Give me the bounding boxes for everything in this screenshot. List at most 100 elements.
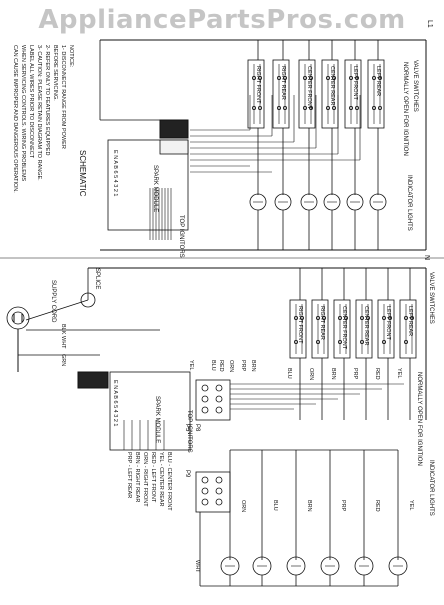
ignitor-lead-label-3: RED - LEFT FRONT [150,452,156,503]
connector-p9 [195,471,231,513]
switch-terminal [354,76,359,81]
switch-terminal [276,76,281,81]
b-spark-module-plug [77,371,109,389]
switch-terminal [348,76,353,81]
wire-tag-blu: BLU [210,360,216,371]
wire-tag-grn-0: GRN [60,354,66,366]
valve-switch-box [247,59,265,129]
connector-pin [201,487,209,495]
b-valve-switch-box [377,299,395,359]
switch-terminal [282,106,287,111]
switch-terminal [276,106,281,111]
burner-label-3: CENTER FRONT [306,66,312,110]
light-tag-red: RED [374,500,380,512]
ignitor-lead-label-0: PRP - LEFT REAR [126,452,132,498]
plug-label-p9: P9 [184,470,190,478]
supply-cord-label: SUPPLY CORD [50,280,56,323]
b-terminal-row-label: E N A B 6 5 4 3 2 1 [112,380,118,426]
b-switch-terminal [409,315,414,320]
b-burner-label-5: RIGHT FRONT [297,306,303,344]
b-valve-switch-box [399,299,417,359]
b-burner-label-0: LEFT REAR [407,306,413,336]
switch-terminal [354,106,359,111]
b-top-ignitors-label: TOP IGNITORS [186,410,192,453]
wire-tag-wht-0: WHT [60,336,66,349]
connector-pin [215,406,223,414]
b-switch-terminal [321,315,326,320]
switch-terminal [257,76,262,81]
connector-pin [215,384,223,392]
b-wire-tag-2: PRP [352,368,358,380]
b-switch-terminal [315,315,320,320]
notice-line-1: 1- DISCONNECT RANGE FROM POWER [60,45,66,149]
b-switch-terminal [403,339,408,344]
supply-plug [6,306,30,330]
switch-terminal [348,106,353,111]
switch-terminal [308,76,313,81]
notice-line-5: LABEL ALL WIRES PRIOR TO DISCONNECT [28,45,34,159]
switch-terminal [302,76,307,81]
b-switch-terminal [343,315,348,320]
b-wire-tag-0: YEL [396,368,402,378]
b-switch-terminal [315,339,320,344]
b-valve-switch-box [311,299,329,359]
ignitor-lead-label-4: YEL - CENTER REAR [158,452,164,507]
switch-terminal [308,106,313,111]
b-switch-terminal [337,339,342,344]
light-tag-wht: WHT [194,560,200,573]
switch-terminal [377,76,382,81]
valve-switch-box [298,59,316,129]
wire-tag-prp: PRP [240,360,246,372]
b-switch-terminal [403,315,408,320]
switch-terminal [282,76,287,81]
b-switch-terminal [387,315,392,320]
switch-terminal [371,76,376,81]
connector-pin [201,384,209,392]
burner-label-4: RIGHT REAR [280,66,286,100]
wire-tag-brn: BRN [250,360,256,372]
light-tag-prp: PRP [340,500,346,512]
connector-p8 [195,379,231,421]
light-tag-brn: BRN [306,500,312,512]
b-wire-tag-3: BRN [330,368,336,380]
switch-terminal [331,106,336,111]
supply-plug-inner [11,311,25,325]
b-switch-terminal [293,315,298,320]
plug-label-p8: P8 [194,424,200,432]
valve-switch-box [367,59,385,129]
b-switch-terminal [337,315,342,320]
b-burner-label-4: RIGHT REAR [319,306,325,340]
switch-terminal [331,76,336,81]
spark-module-label: SPARK MODULE [152,165,158,212]
wire-tag-red: RED [218,360,224,372]
n-label: N [423,255,430,260]
indicator-lights-label: INDICATOR LIGHTS [406,175,412,231]
notice-line-2: BEFORE SERVICING. [52,45,58,101]
wire-tag-orn: ORN [228,360,234,372]
burner-label-1: LEFT FRONT [352,66,358,100]
burner-label-0: LEFT REAR [375,66,381,96]
b-switch-terminal [299,315,304,320]
wire-tag-blk-0: BLK [60,324,66,335]
b-switch-terminal [293,339,298,344]
switch-terminal [325,76,330,81]
switch-terminal [251,76,256,81]
spark-module-plug [159,119,189,139]
switch-terminal [251,106,256,111]
connector-pin [215,395,223,403]
notice-line-6: WHEN SERVICING CONTROLS. WIRING PROBLEMS [20,45,26,182]
b-indicator-lights-label: INDICATOR LIGHTS [428,460,434,516]
valve-switch-box [321,59,339,129]
b-spark-module-label: SPARK MODULE [154,396,160,443]
connector-pin [201,406,209,414]
notice-line-7: CAN CAUSE IMPROPER AND DANGEROUS OPERATI… [12,45,18,193]
b-valve-switch-box [355,299,373,359]
b-switch-terminal [381,339,386,344]
b-switch-terminal [381,315,386,320]
ignitor-lead-label-1: BRN - RIGHT REAR [134,452,140,502]
connector-pin [215,498,223,506]
splice-label: SPLICE [94,268,100,289]
valve-switch-box [272,59,290,129]
